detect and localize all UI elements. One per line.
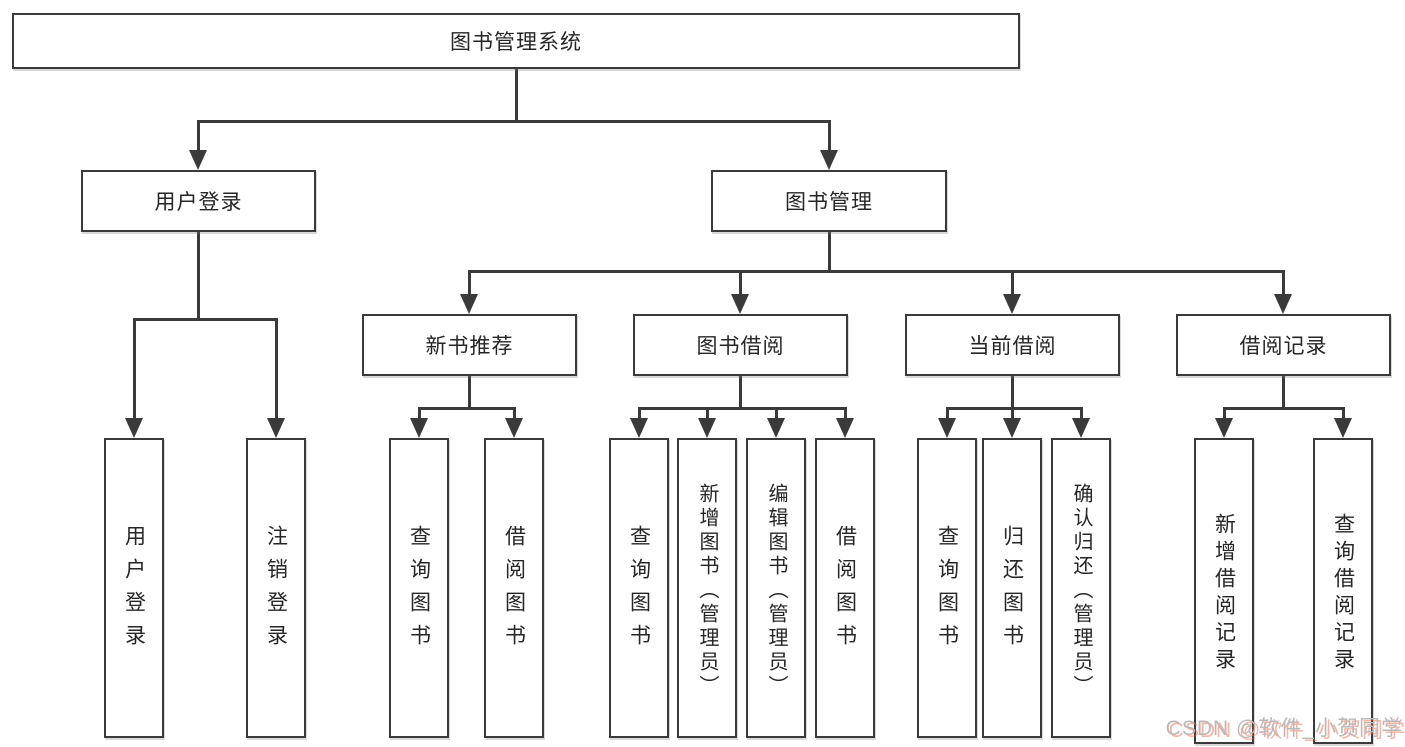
edge-line [468, 270, 471, 296]
edge-line [828, 232, 831, 272]
arrowhead-down-icon [1003, 418, 1021, 438]
edge-line [1282, 270, 1285, 296]
arrowhead-down-icon [1003, 294, 1021, 314]
edge-line [828, 120, 831, 152]
arrowhead-down-icon [267, 418, 285, 438]
leaf-user-login: 用户登录 [104, 438, 164, 738]
edge-line [844, 407, 847, 420]
edge-line [638, 407, 641, 420]
leaf-query-borrow-record: 查询借阅记录 [1313, 438, 1373, 744]
edge-line [739, 376, 742, 409]
arrowhead-down-icon [820, 150, 838, 170]
edge-line [1342, 407, 1345, 420]
leaf-query-books-borrowing: 查询图书 [609, 438, 669, 738]
node-user-login: 用户登录 [81, 170, 316, 232]
arrowhead-down-icon [1215, 418, 1233, 438]
edge-line [418, 407, 421, 420]
leaf-query-books-current: 查询图书 [917, 438, 977, 738]
edge-line [133, 318, 278, 321]
arrowhead-down-icon [767, 418, 785, 438]
leaf-add-borrow-record: 新增借阅记录 [1194, 438, 1254, 744]
edge-line [197, 120, 200, 152]
edge-line [197, 232, 200, 320]
arrowhead-down-icon [731, 294, 749, 314]
arrowhead-down-icon [1274, 294, 1292, 314]
arrowhead-down-icon [189, 150, 207, 170]
leaf-logout: 注销登录 [246, 438, 306, 738]
node-book-management: 图书管理 [711, 170, 947, 232]
arrowhead-down-icon [630, 418, 648, 438]
leaf-borrow-books-recommend: 借阅图书 [484, 438, 544, 738]
edge-line [1011, 270, 1014, 296]
node-borrowing-records: 借阅记录 [1176, 314, 1391, 376]
edge-line [515, 69, 518, 122]
edge-line [1011, 376, 1014, 409]
arrowhead-down-icon [698, 418, 716, 438]
node-new-book-recommendation: 新书推荐 [362, 314, 577, 376]
edge-line [638, 407, 847, 410]
leaf-return-books: 归还图书 [982, 438, 1042, 738]
leaf-confirm-return-admin: 确认归还（管理员） [1051, 438, 1111, 738]
arrowhead-down-icon [460, 294, 478, 314]
leaf-add-books-admin: 新增图书（管理员） [677, 438, 737, 738]
leaf-edit-books-admin: 编辑图书（管理员） [746, 438, 806, 738]
edge-line [1282, 376, 1285, 409]
leaf-borrow-books-borrowing: 借阅图书 [815, 438, 875, 738]
edge-line [133, 318, 136, 418]
arrowhead-down-icon [938, 418, 956, 438]
edge-line [775, 407, 778, 420]
edge-line [739, 270, 742, 296]
edge-line [468, 270, 1285, 273]
edge-line [706, 407, 709, 420]
leaf-query-books-recommend: 查询图书 [389, 438, 449, 738]
arrowhead-down-icon [505, 418, 523, 438]
edge-line [1080, 407, 1083, 420]
arrowhead-down-icon [836, 418, 854, 438]
edge-line [197, 120, 831, 123]
edge-line [1011, 407, 1014, 420]
edge-line [946, 407, 1082, 410]
arrowhead-down-icon [1072, 418, 1090, 438]
edge-line [513, 407, 516, 420]
watermark: CSDN @软件_小贺同学 [1165, 717, 1403, 740]
node-current-borrowing: 当前借阅 [905, 314, 1120, 376]
arrowhead-down-icon [410, 418, 428, 438]
edge-line [946, 407, 949, 420]
edge-line [1223, 407, 1226, 420]
edge-line [418, 407, 516, 410]
node-library-management-system: 图书管理系统 [12, 13, 1020, 69]
edge-line [468, 376, 471, 409]
arrowhead-down-icon [1334, 418, 1352, 438]
arrowhead-down-icon [125, 418, 143, 438]
edge-line [1223, 407, 1344, 410]
edge-line [275, 318, 278, 418]
node-book-borrowing: 图书借阅 [633, 314, 848, 376]
